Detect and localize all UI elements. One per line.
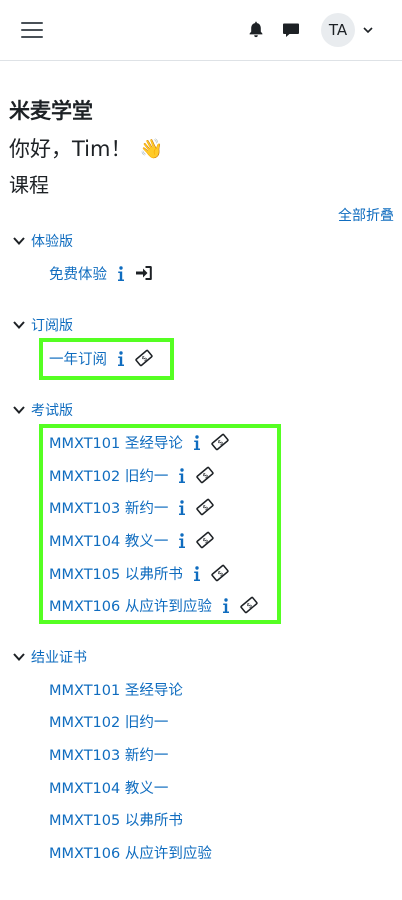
chevron-down-icon — [13, 406, 25, 414]
list-item: MMXT104 教义一 $ — [49, 529, 215, 551]
course-link[interactable]: MMXT102 旧约一 — [49, 714, 169, 731]
section-title: 订阅版 — [31, 318, 73, 334]
user-avatar[interactable]: TA — [321, 13, 355, 47]
list-item: MMXT105 以弗所书 $ — [49, 562, 229, 584]
section-toggle-exam[interactable]: 考试版 — [12, 400, 73, 420]
section-toggle-certificate[interactable]: 结业证书 — [12, 647, 87, 667]
course-link[interactable]: MMXT102 旧约一 — [49, 468, 169, 485]
list-item: MMXT101 圣经导论 $ — [49, 431, 229, 453]
info-icon[interactable] — [117, 350, 125, 367]
menu-icon[interactable] — [21, 20, 43, 40]
greeting-text: 你好，Tim！ — [9, 137, 132, 161]
list-item: MMXT106 从应许到应验 — [49, 841, 212, 863]
chevron-down-icon — [13, 653, 25, 661]
course-link[interactable]: 免费体验 — [49, 266, 107, 283]
course-link[interactable]: MMXT105 以弗所书 — [49, 812, 183, 829]
course-link[interactable]: MMXT105 以弗所书 — [49, 566, 183, 583]
payment-icon[interactable]: $ — [240, 596, 258, 614]
svg-text:$: $ — [215, 437, 225, 447]
course-link[interactable]: MMXT104 教义一 — [49, 780, 169, 797]
section-title: 考试版 — [31, 403, 73, 419]
chevron-down-icon[interactable] — [362, 25, 374, 35]
section-toggle-trial[interactable]: 体验版 — [12, 231, 73, 251]
bell-icon[interactable] — [246, 20, 266, 40]
payment-icon[interactable]: $ — [211, 564, 229, 582]
payment-icon[interactable]: $ — [196, 531, 215, 549]
course-link[interactable]: MMXT106 从应许到应验 — [49, 598, 212, 615]
svg-text:$: $ — [201, 535, 211, 545]
list-item: MMXT106 从应许到应验 $ — [49, 594, 258, 616]
course-link[interactable]: MMXT101 圣经导论 — [49, 435, 183, 452]
list-item: MMXT101 圣经导论 — [49, 678, 183, 700]
site-name: 米麦学堂 — [9, 99, 93, 123]
svg-text:$: $ — [140, 353, 150, 363]
svg-text:$: $ — [244, 600, 254, 610]
top-navbar: TA — [0, 0, 402, 61]
list-item: MMXT104 教义一 — [49, 776, 168, 798]
list-item: MMXT103 新约一 $ — [49, 496, 215, 518]
payment-icon[interactable]: $ — [211, 433, 229, 451]
section-toggle-subscription[interactable]: 订阅版 — [12, 315, 73, 335]
payment-icon[interactable]: $ — [196, 466, 215, 484]
course-link[interactable]: MMXT101 圣经导论 — [49, 682, 183, 699]
course-link[interactable]: 一年订阅 — [49, 351, 107, 368]
greeting-line: 你好，Tim！ 👋 — [9, 133, 163, 163]
info-icon[interactable] — [178, 532, 186, 549]
courses-heading: 课程 — [9, 173, 49, 197]
list-item: MMXT102 旧约一 — [49, 710, 168, 732]
chat-icon[interactable] — [281, 20, 301, 40]
payment-icon[interactable]: $ — [135, 349, 153, 367]
payment-icon[interactable]: $ — [196, 498, 215, 516]
info-icon[interactable] — [193, 434, 201, 451]
course-link[interactable]: MMXT103 新约一 — [49, 500, 169, 517]
info-icon[interactable] — [117, 265, 125, 282]
chevron-down-icon — [13, 237, 25, 245]
list-item: 一年订阅 $ — [49, 347, 153, 369]
course-link[interactable]: MMXT104 教义一 — [49, 533, 169, 550]
list-item: MMXT105 以弗所书 — [49, 808, 183, 830]
course-link[interactable]: MMXT106 从应许到应验 — [49, 845, 212, 862]
section-title: 体验版 — [31, 234, 73, 250]
list-item: 免费体验 — [49, 262, 153, 284]
collapse-all-link[interactable]: 全部折叠 — [338, 208, 394, 224]
section-title: 结业证书 — [31, 650, 87, 666]
info-icon[interactable] — [222, 597, 230, 614]
info-icon[interactable] — [178, 467, 186, 484]
svg-text:$: $ — [201, 502, 211, 512]
info-icon[interactable] — [178, 499, 186, 516]
enter-icon[interactable] — [135, 264, 153, 282]
course-link[interactable]: MMXT103 新约一 — [49, 747, 169, 764]
chevron-down-icon — [13, 321, 25, 329]
list-item: MMXT102 旧约一 $ — [49, 464, 215, 486]
svg-text:$: $ — [201, 470, 211, 480]
info-icon[interactable] — [193, 565, 201, 582]
list-item: MMXT103 新约一 — [49, 743, 168, 765]
waving-hand-icon: 👋 — [139, 138, 164, 160]
svg-text:$: $ — [215, 568, 225, 578]
